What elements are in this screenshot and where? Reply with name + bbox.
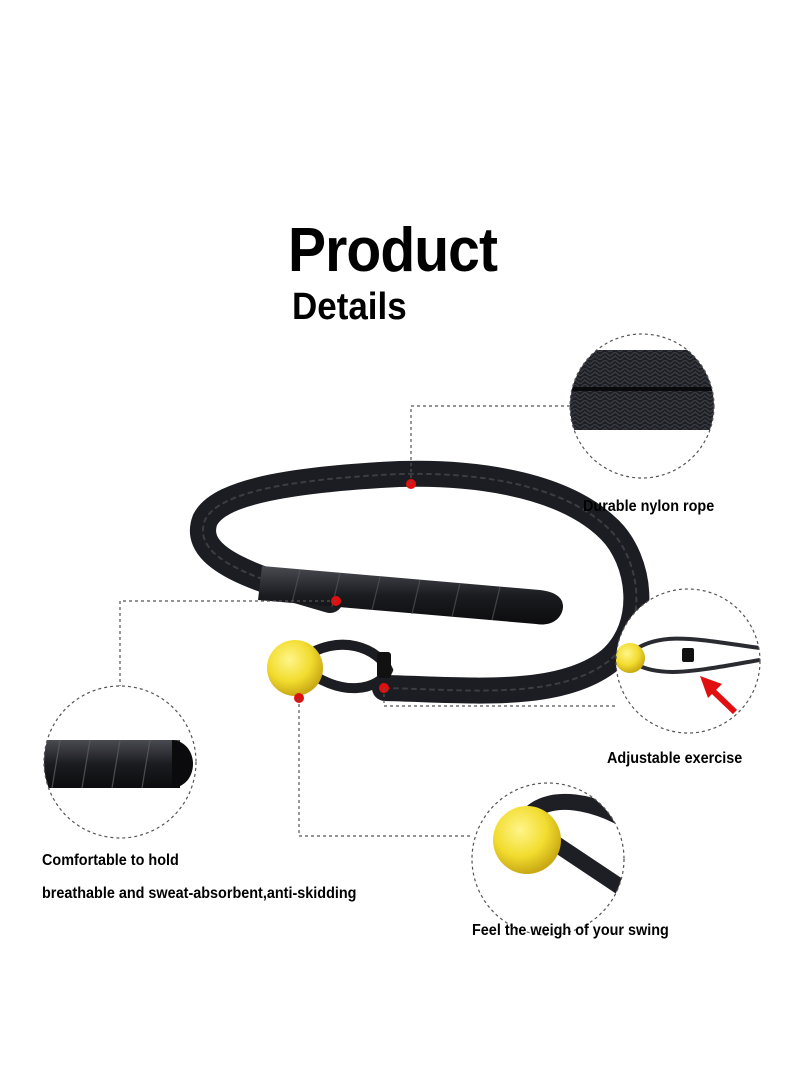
page-title: Product [288, 216, 498, 285]
detail-circle-grip [43, 685, 197, 839]
detail-circle-ball [471, 782, 625, 936]
weighted-ball [267, 640, 323, 696]
caption-rope: Durable nylon rope [583, 498, 715, 515]
caption-adjust: Adjustable exercise [607, 750, 743, 767]
red-arrow-icon [700, 676, 738, 715]
jump-rope [190, 460, 650, 704]
page-subtitle: Details [292, 286, 407, 328]
grip-handle [258, 566, 564, 625]
caption-ball: Feel the weigh of your swing [472, 922, 669, 939]
caption-grip-detail: breathable and sweat-absorbent,anti-skid… [42, 885, 357, 902]
leader-lines [119, 405, 616, 837]
detail-circle-adjust [615, 588, 761, 734]
detail-circle-rope [569, 333, 715, 479]
caption-grip: Comfortable to hold [42, 852, 179, 869]
